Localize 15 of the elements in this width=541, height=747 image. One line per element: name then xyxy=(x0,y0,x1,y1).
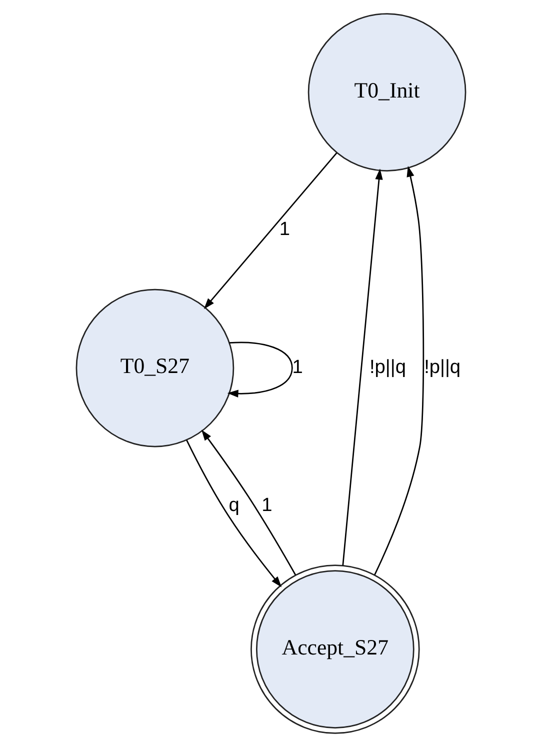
arrow xyxy=(203,152,337,310)
node-circle: Accept_S27 xyxy=(250,564,420,734)
arrow xyxy=(186,440,282,588)
arrow xyxy=(342,168,382,566)
edge-label: !p||q xyxy=(424,357,460,378)
arrow xyxy=(374,166,424,575)
arrow xyxy=(226,342,292,398)
edge-label: 1 xyxy=(292,357,302,378)
edge-label: !p||q xyxy=(368,357,406,378)
arrow xyxy=(200,430,296,576)
edge-label: q xyxy=(228,494,239,516)
edge-label: 1 xyxy=(278,219,290,240)
node-circle: T0_S27 xyxy=(75,288,234,448)
edge-label: 1 xyxy=(261,494,272,516)
node-circle: T0_Init xyxy=(307,13,466,172)
